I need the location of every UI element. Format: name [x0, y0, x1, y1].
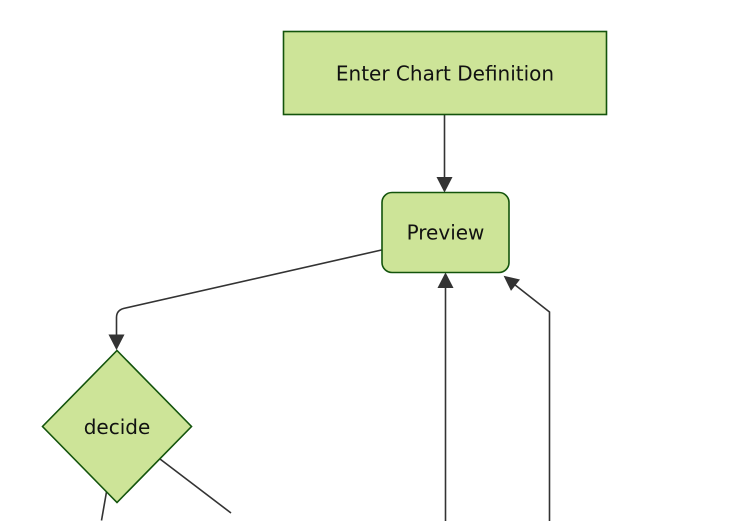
node-rounded-rectangle — [381, 191, 510, 274]
arrowhead-down-icon — [108, 334, 125, 351]
node-label: decide — [84, 415, 151, 439]
edge-decide-to-offscreen-right — [159, 458, 232, 514]
edge-line — [115, 249, 382, 335]
node-label: Enter Chart Definition — [336, 62, 554, 86]
node-label: Preview — [407, 221, 485, 245]
edge-line — [159, 458, 232, 514]
edge-line — [100, 488, 108, 521]
edge-decide-to-offscreen-left — [100, 488, 108, 521]
node-preview: Preview — [381, 191, 510, 274]
arrowhead-up-icon — [437, 272, 454, 288]
node-diamond — [41, 349, 193, 504]
arrowhead-up-left-icon — [503, 275, 520, 291]
edge-line — [514, 283, 551, 521]
edge-preview-to-decide — [108, 249, 382, 351]
edge-offscreen-to-preview-corner — [503, 275, 551, 521]
node-decide: decide — [41, 349, 193, 504]
arrowhead-down-icon — [436, 177, 453, 193]
edge-offscreen-to-preview-bottom — [437, 272, 454, 521]
node-rectangle — [282, 30, 608, 116]
edge-enter-to-preview — [436, 115, 453, 193]
node-enter-chart-definition: Enter Chart Definition — [282, 30, 608, 116]
